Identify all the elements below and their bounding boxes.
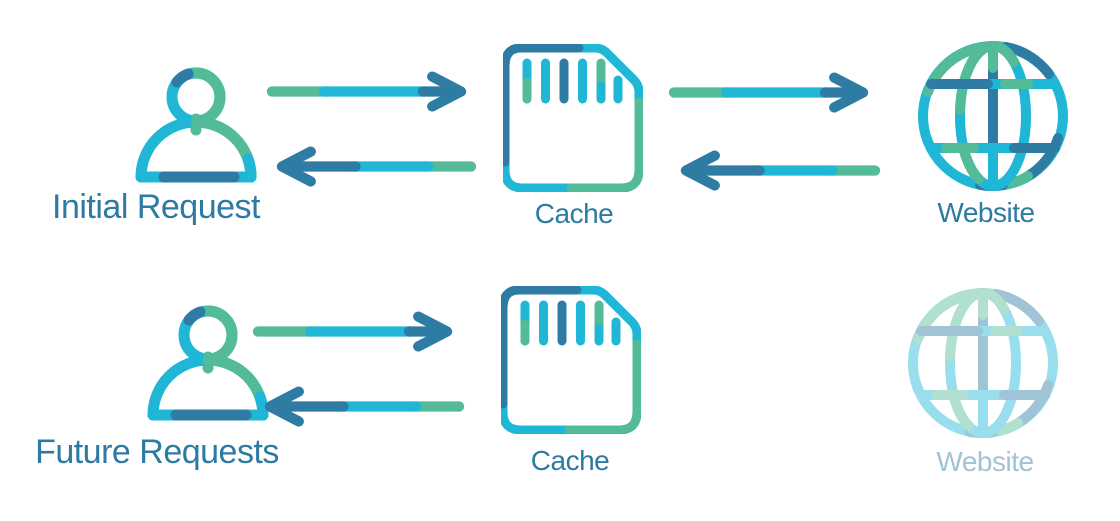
website-label: Website [937, 197, 1035, 228]
globe-icon [908, 38, 1078, 196]
arrow-right-icon [252, 311, 467, 352]
user-label: Initial Request [52, 188, 260, 226]
arrow-left-icon [250, 386, 465, 427]
cache-label: Cache [534, 198, 614, 229]
cache-icon [501, 286, 641, 434]
cache-label: Cache [530, 445, 610, 476]
globe-icon-faded [898, 285, 1068, 443]
user-label: Future Requests [35, 433, 279, 471]
arrow-left-icon [262, 146, 477, 187]
arrow-left-icon [666, 150, 881, 191]
cache-icon [503, 44, 643, 192]
arrow-right-icon [266, 71, 481, 112]
arrow-right-icon [668, 72, 883, 113]
website-label-faded: Website [936, 446, 1034, 477]
user-icon [116, 67, 276, 189]
